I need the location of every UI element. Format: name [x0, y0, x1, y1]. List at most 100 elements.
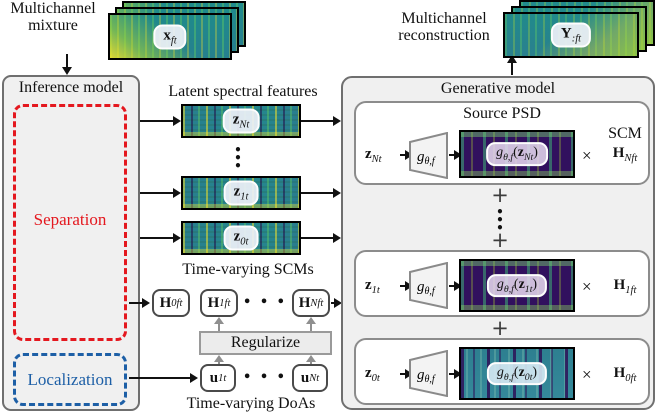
row-h-label: H0ft	[613, 365, 637, 384]
spectrogram-layer: xft	[108, 13, 232, 60]
generative-row-zNt: Source PSD zNt gθ,f gθ,f(zNt) × SCM HNft	[354, 101, 650, 185]
arrow-z-decoder	[400, 369, 413, 379]
mixture-label-line2: mixture	[28, 17, 78, 34]
tensor-sub: 1t	[240, 191, 249, 203]
generative-to-reconstruction-arrow	[507, 55, 517, 75]
reconstruction-label-line2: reconstruction	[398, 27, 490, 44]
generative-row-z0t: z0t gθ,f gθ,f(z0t) × H0ft	[354, 338, 650, 405]
arrow-HNft-generative	[331, 298, 342, 308]
latent-features-title: Latent spectral features	[168, 83, 318, 100]
arrow-decoder-psd	[449, 369, 462, 379]
generative-model-title: Generative model	[440, 80, 556, 97]
reconstruction-label: Multichannel reconstruction	[385, 10, 503, 44]
latent-label-z1t: z1t	[223, 180, 259, 206]
tensor-base: Y	[560, 25, 572, 42]
generative-row-z1t: z1t gθ,f gθ,f(z1t) × H1ft	[354, 250, 650, 317]
scm-caption: SCM	[608, 125, 642, 142]
mixture-to-inference-arrow	[62, 54, 72, 75]
latent-strip-zNt: zNt	[181, 104, 301, 138]
tensor-sub: Nt	[239, 119, 250, 131]
regularize-label: Regularize	[230, 334, 301, 351]
mixture-tensor-label: xft	[153, 24, 187, 49]
latent-label-zNt: zNt	[222, 108, 260, 134]
arrow-u1t-regularize	[214, 355, 224, 365]
scms-title: Time-varying SCMs	[182, 261, 314, 278]
spectrogram-layer: Y:ft	[503, 12, 639, 58]
latent-vertical-ellipsis: •••	[234, 143, 242, 173]
plus-operator: +	[491, 316, 509, 340]
times-operator: ×	[582, 365, 592, 384]
tensor-sub: :ft	[571, 33, 582, 45]
mixture-label-line1: Multichannel	[10, 0, 96, 17]
decoder-trapezoid: gθ,f	[409, 132, 448, 179]
row-h-label: H1ft	[613, 277, 637, 296]
decoder-label: gθ,f	[417, 279, 436, 297]
tensor-sub: 0t	[240, 236, 249, 248]
separation-label: Separation	[33, 210, 107, 229]
arrow-inference-z0t	[140, 233, 181, 243]
arrow-decoder-psd	[449, 281, 462, 291]
arrow-uNt-regularize	[306, 355, 316, 365]
inference-model-panel: Inference model Separation Localization	[2, 75, 140, 411]
arrow-localization-u1t	[129, 373, 198, 383]
arrow-z0t-generative	[301, 233, 341, 243]
arrow-inference-z1t	[140, 188, 181, 198]
plus-operator: +	[491, 183, 509, 207]
arrow-regularize-H1ft	[214, 317, 224, 331]
row-z-label: z0t	[365, 365, 380, 384]
localization-block: Localization	[13, 353, 127, 406]
generative-model-panel: Generative model Source PSD zNt gθ,f gθ,…	[341, 76, 655, 410]
row-h-label: HNft	[612, 145, 638, 164]
decoder-label: gθ,f	[417, 367, 436, 385]
localization-label: Localization	[27, 370, 113, 389]
tensor-base: z	[232, 111, 240, 128]
doa-horizontal-ellipsis: • • •	[243, 370, 287, 385]
tensor-base: x	[163, 27, 171, 43]
arrow-z-decoder	[400, 150, 413, 160]
row-z-label: z1t	[365, 277, 380, 296]
times-operator: ×	[582, 146, 592, 165]
regularize-box: Regularize	[199, 331, 332, 355]
reconstruction-spectrogram-stack: Y:ft	[503, 0, 658, 60]
arrow-zNt-generative	[301, 116, 341, 126]
psd-label-z1t: gθ,f(z1t)	[486, 273, 548, 298]
times-operator: ×	[582, 277, 592, 296]
arrow-regularize-HNft	[306, 317, 316, 331]
psd-spectrogram-z0t: gθ,f(z0t)	[459, 347, 575, 400]
scm-horizontal-ellipsis: • • •	[243, 295, 287, 310]
arrow-inference-zNt	[140, 116, 181, 126]
decoder-label: gθ,f	[417, 149, 436, 167]
latent-strip-z1t: z1t	[181, 176, 301, 210]
inference-model-title: Inference model	[18, 79, 124, 96]
mixture-label: Multichannel mixture	[0, 0, 106, 34]
psd-label-z0t: gθ,f(z0t)	[486, 361, 548, 386]
row-z-label: zNt	[365, 146, 382, 165]
tensor-base: z	[233, 183, 241, 200]
tensor-sub: ft	[170, 35, 177, 46]
separation-block: Separation	[13, 104, 127, 341]
latent-label-z0t: z0t	[223, 225, 259, 251]
tensor-base: z	[233, 228, 241, 245]
decoder-trapezoid: gθ,f	[409, 262, 448, 309]
mixture-spectrogram-stack: xft	[108, 1, 250, 63]
generative-vertical-ellipsis: •••	[496, 205, 504, 235]
decoder-trapezoid: gθ,f	[409, 350, 448, 397]
plus-operator: +	[491, 228, 509, 252]
arrow-decoder-psd	[449, 150, 462, 160]
psd-label-zNt: gθ,f(zNt)	[486, 142, 548, 166]
arrow-z-decoder	[400, 281, 413, 291]
source-psd-label: Source PSD	[463, 105, 541, 122]
reconstruction-tensor-label: Y:ft	[550, 22, 592, 48]
arrow-separation-H0ft	[129, 298, 150, 308]
arrow-z1t-generative	[301, 188, 341, 198]
reconstruction-label-line1: Multichannel	[401, 10, 487, 27]
latent-strip-z0t: z0t	[181, 221, 301, 255]
psd-spectrogram-zNt: gθ,f(zNt)	[459, 130, 575, 178]
psd-spectrogram-z1t: gθ,f(z1t)	[459, 259, 575, 312]
